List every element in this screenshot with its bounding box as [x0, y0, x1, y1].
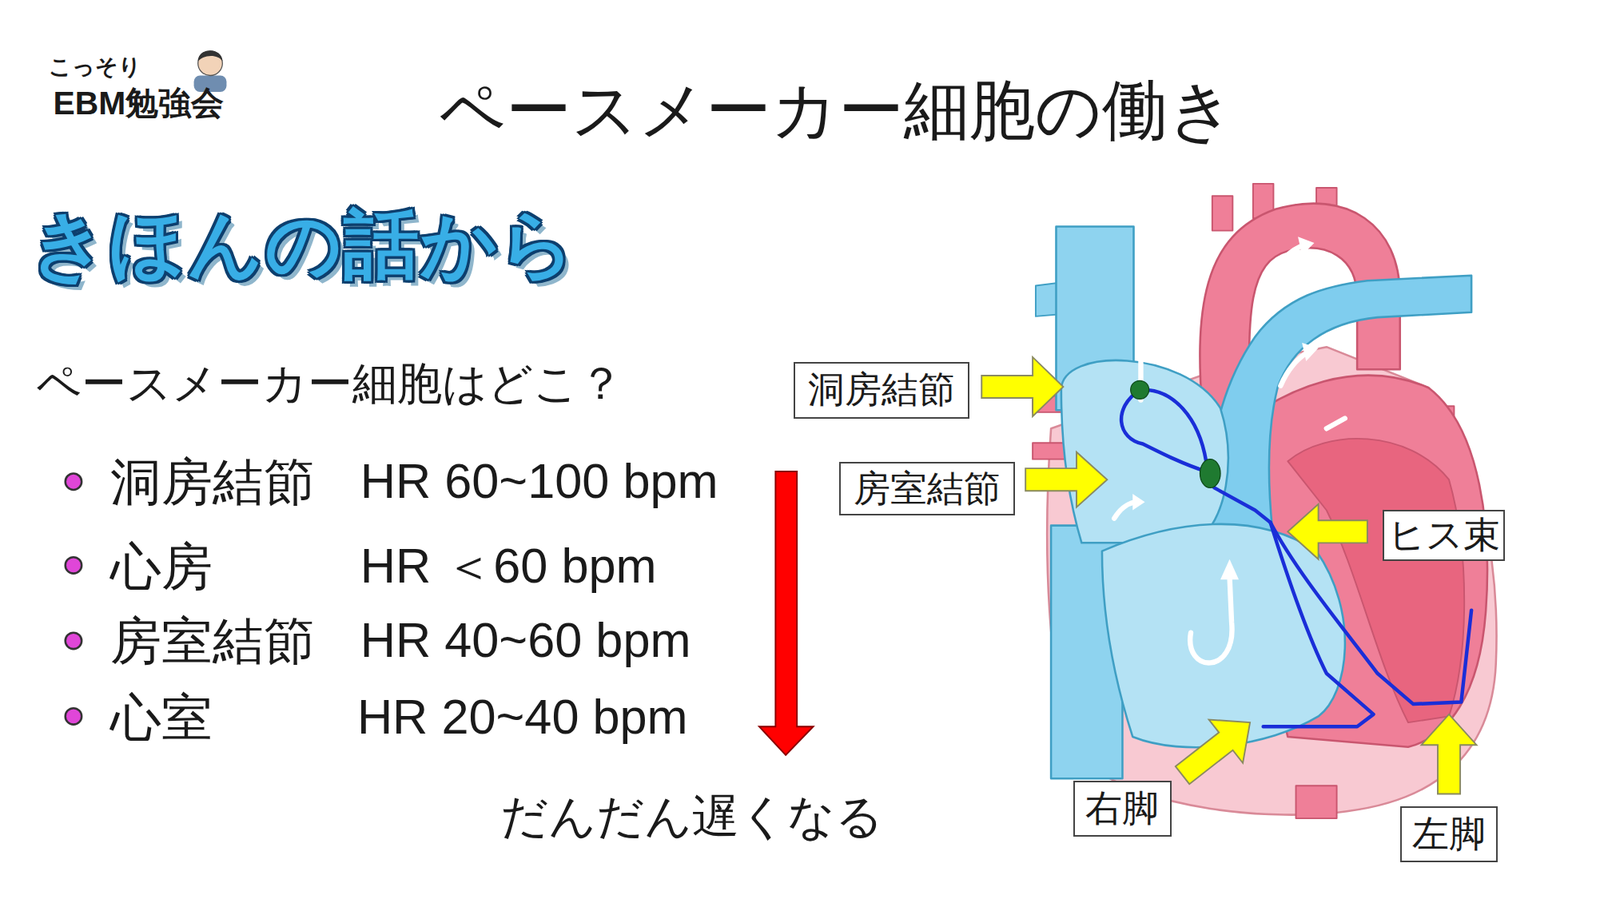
site-name: 房室結節 [110, 612, 315, 669]
site-name: 洞房結節 [110, 453, 315, 510]
callout-box: 房室結節 [839, 461, 1016, 515]
pointer-arrow [1421, 714, 1477, 795]
trend-arrow [759, 471, 814, 756]
bullet [65, 632, 82, 649]
callout-text: 房室結節 [853, 470, 1001, 508]
conduction-path [1139, 390, 1206, 462]
pointer-arrow [1165, 700, 1267, 797]
avatar-face [198, 51, 223, 76]
callout-text: 右脚 [1085, 790, 1159, 828]
flow-arrow [1190, 576, 1232, 663]
sa-node-dot [1130, 380, 1150, 399]
flow-arrow [1280, 352, 1308, 387]
descending-aorta [1296, 785, 1338, 819]
slide-title: ペースメーカー細胞の働き [438, 74, 1235, 147]
site-name: 心室 [110, 689, 213, 746]
logo-text: EBM勉強会 [52, 85, 224, 122]
av-node-dot [1200, 459, 1222, 489]
bullet [65, 473, 82, 490]
heart-rate: HR 20~40 bpm [357, 690, 689, 745]
callout-text: ヒス束 [1388, 517, 1501, 554]
heart-rate: HR ＜60 bpm [360, 539, 657, 594]
arrow-head [1220, 559, 1239, 581]
flow-arrow [1275, 244, 1305, 274]
heart-rate: HR 60~100 bpm [360, 454, 719, 509]
pointer-arrow [1287, 504, 1368, 560]
trend-note: だんだん遅くなる [500, 790, 884, 843]
heart-rate: HR 40~60 bpm [360, 613, 692, 668]
callout-box: 洞房結節 [793, 362, 970, 418]
question-text: ペースメーカー細胞はどこ？ [35, 358, 624, 409]
arrow-head [1132, 493, 1145, 510]
callout-text: 左脚 [1412, 815, 1486, 853]
flow-arrow [1114, 501, 1135, 518]
conduction-path [1121, 390, 1206, 472]
callout-box: ヒス束 [1382, 509, 1505, 562]
arrow-head [1297, 236, 1314, 255]
right-atrium [1061, 360, 1229, 543]
section-heading: きほんの話から [30, 203, 578, 287]
bullet [65, 557, 82, 574]
callout-box: 左脚 [1400, 806, 1499, 863]
site-name: 心房 [110, 538, 213, 595]
aortic-branch [1212, 195, 1234, 231]
avatar-hair [198, 50, 223, 61]
pulmonary-artery [1208, 275, 1472, 531]
pointer-arrow [1025, 452, 1107, 508]
his-bundle-line [1213, 487, 1270, 522]
callout-text: 洞房結節 [807, 371, 956, 409]
pointer-arrow [981, 357, 1063, 417]
arrow-head [1301, 342, 1318, 362]
logo-text: こっそり [48, 55, 142, 80]
callout-box: 右脚 [1073, 780, 1172, 837]
flow-arrow [1326, 418, 1346, 430]
bullet [65, 708, 82, 725]
